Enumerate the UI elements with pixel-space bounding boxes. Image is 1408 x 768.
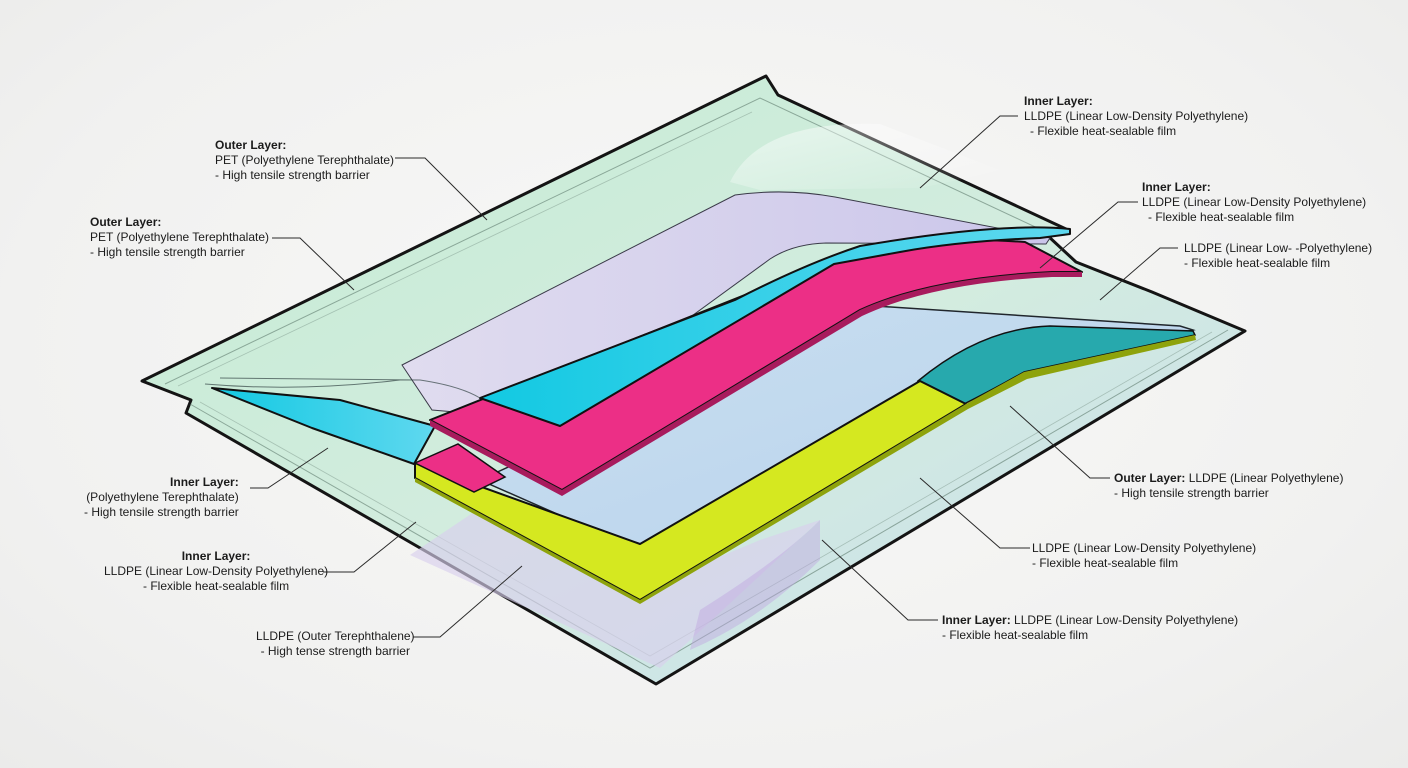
- callout-line: - Flexible heat-sealable film: [1184, 256, 1331, 270]
- callout-line: - High tensile strength barrier: [215, 168, 370, 182]
- leader-line-c11: [821, 539, 938, 621]
- callout-line: PET (Polyethylene Terephthalate): [90, 230, 269, 244]
- teal-strip: [916, 325, 1197, 405]
- lilac-film-upper: [401, 191, 1051, 421]
- callout-lldpe-outer: LLDPE (Outer Terephthalene) - High tense…: [256, 629, 415, 659]
- callout-line: - Flexible heat-sealable film: [1148, 210, 1295, 224]
- callout-line: - High tensile strength barrier: [1114, 486, 1269, 500]
- film-sheen: [690, 520, 820, 650]
- callout-line: - Flexible heat-sealable film: [1030, 124, 1177, 138]
- leader-line-c4: [323, 521, 417, 573]
- callout-inner-layer-lldpe-right: Inner Layer: LLDPE (Linear Low-Density P…: [1142, 180, 1366, 225]
- callout-inner-layer-lldpe-top: Inner Layer: LLDPE (Linear Low-Density P…: [1024, 94, 1248, 139]
- leader-line-c5: [413, 565, 523, 638]
- callout-line: - High tensile strength barrier: [84, 505, 239, 519]
- callout-line: LLDPE (Outer Terephthalene): [256, 629, 415, 643]
- callout-line: - Flexible heat-sealable film: [942, 628, 1089, 642]
- callout-heading: Inner Layer:: [181, 549, 251, 563]
- callout-line: LLDPE (Linear Low-Density Polyethylene): [1032, 541, 1257, 555]
- callout-line: LLDPE (Linear Low-Density Polyethylene): [1024, 109, 1249, 123]
- callout-heading: Outer Layer:: [90, 215, 162, 229]
- callout-line: LLDPE (Linear Low-Density Polyethylene): [1142, 195, 1367, 209]
- callout-heading: Inner Layer:: [1142, 180, 1211, 194]
- magenta-strip-lower: [413, 443, 507, 493]
- callout-inner-layer-pet: Inner Layer: (Polyethylene Terephthalate…: [84, 475, 239, 520]
- cyan-strip-front: [211, 387, 436, 465]
- callout-line: LLDPE (Linear Polyethylene): [1185, 471, 1344, 485]
- callout-line: PET (Polyethylene Terephthalate): [215, 153, 394, 167]
- leader-lines: [250, 115, 1178, 638]
- leader-line-c9: [1009, 405, 1110, 479]
- callout-line: (Polyethylene Terephthalate): [86, 490, 239, 504]
- callout-line: - Flexible heat-sealable film: [1032, 556, 1179, 570]
- leader-line-c2: [272, 237, 355, 291]
- callout-heading: Inner Layer:: [1024, 94, 1093, 108]
- film-sheen: [730, 123, 1000, 190]
- film-crease: [204, 377, 481, 399]
- callout-heading: Outer Layer:: [215, 138, 287, 152]
- callout-inner-layer-lldpe-left: Inner Layer: LLDPE (Linear Low-Density P…: [104, 549, 328, 594]
- callout-outer-layer-pet-1: Outer Layer: PET (Polyethylene Terephtha…: [215, 138, 394, 183]
- callout-outer-layer-lldpe: Outer Layer: LLDPE (Linear Polyethylene)…: [1114, 471, 1343, 501]
- callout-line: LLDPE (Linear Low-Density Polyethylene): [104, 564, 329, 578]
- leader-line-c10: [919, 477, 1030, 549]
- leader-line-c6: [919, 115, 1018, 189]
- leader-line-c1: [395, 157, 488, 221]
- callout-lldpe-linear-low: LLDPE (Linear Low- -Polyethylene) - Flex…: [1184, 241, 1372, 271]
- leader-line-c7: [1039, 201, 1138, 269]
- callout-line: LLDPE (Linear Low- -Polyethylene): [1184, 241, 1373, 255]
- callout-lldpe-lower-right: LLDPE (Linear Low-Density Polyethylene) …: [1032, 541, 1256, 571]
- callout-outer-layer-pet-2: Outer Layer: PET (Polyethylene Terephtha…: [90, 215, 269, 260]
- callout-heading: Inner Layer:: [942, 613, 1011, 627]
- seal-border-line: [164, 97, 1229, 669]
- callout-line: - High tense strength barrier: [260, 644, 410, 658]
- callout-line: - Flexible heat-sealable film: [143, 579, 290, 593]
- callout-line: LLDPE (Linear Low-Density Polyethylene): [1010, 613, 1239, 627]
- leader-line-c8: [1099, 247, 1178, 301]
- callout-heading: Inner Layer:: [170, 475, 239, 489]
- cyan-strip-main: [479, 226, 1071, 427]
- leader-line-c3: [250, 447, 329, 489]
- callout-heading: Outer Layer:: [1114, 471, 1186, 485]
- callout-line: - High tensile strength barrier: [90, 245, 245, 259]
- callout-inner-layer-lldpe-bottom: Inner Layer: LLDPE (Linear Low-Density P…: [942, 613, 1238, 643]
